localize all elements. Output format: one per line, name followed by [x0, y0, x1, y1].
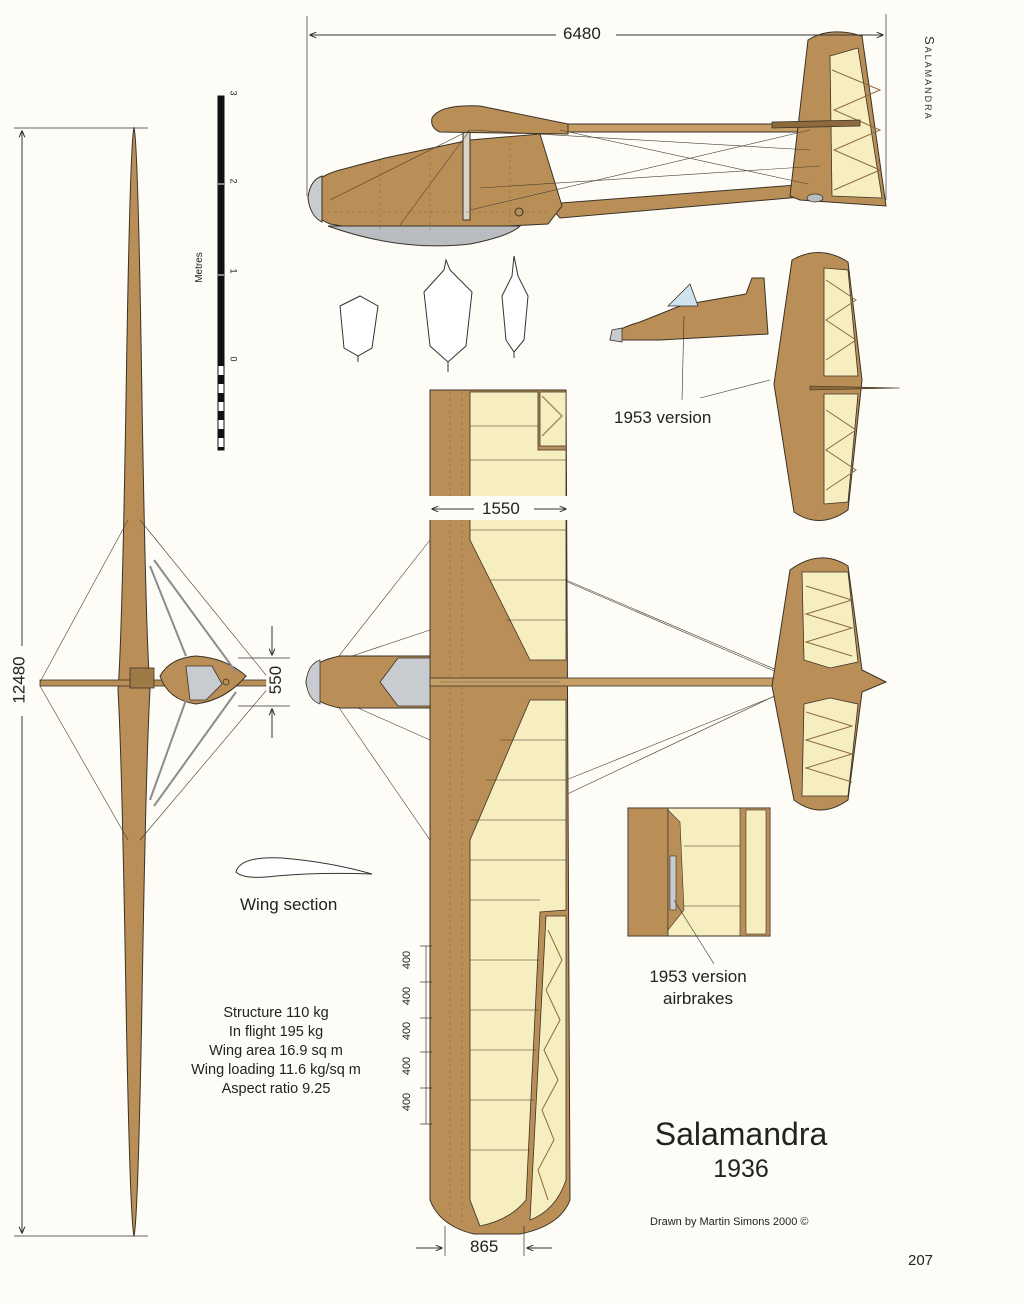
side-nose-cap — [307, 175, 323, 223]
front-view — [39, 126, 271, 1237]
version-1953-side — [609, 277, 771, 401]
spec-aspect-ratio: Aspect ratio 9.25 — [221, 1081, 331, 1097]
plan-tailplane — [771, 557, 888, 811]
dim-tailplane-span: 1550 — [478, 499, 524, 519]
plan-aileron-top — [539, 391, 567, 447]
wing-section-airfoil — [235, 857, 373, 878]
section-front — [339, 295, 379, 357]
dim-length-line — [306, 14, 887, 200]
scale-tick-3: 3 — [228, 90, 239, 96]
scale-bar-label: Metres — [193, 252, 205, 283]
label-wing-section: Wing section — [240, 895, 338, 914]
plan-view — [305, 389, 888, 1235]
scale-tick-1: 1 — [228, 268, 239, 274]
spec-in-flight: In flight 195 kg — [228, 1024, 324, 1040]
running-title: Salamandra — [922, 36, 937, 121]
label-1953-version: 1953 version — [614, 408, 712, 427]
glider-name: Salamandra — [654, 1116, 828, 1152]
dim-rib-spacing: 400 — [401, 1021, 414, 1041]
glider-year: 1936 — [713, 1155, 769, 1183]
airbrake-detail — [627, 807, 771, 965]
side-skid — [327, 225, 522, 247]
section-mid — [423, 258, 473, 363]
side-tail-boom — [546, 183, 813, 219]
side-view — [307, 31, 887, 247]
dim-rib-spacing: 400 — [401, 1092, 414, 1112]
plan-wing-fabric-bottom — [469, 699, 567, 1227]
scale-tick-2: 2 — [228, 178, 239, 184]
section-rear — [501, 255, 529, 353]
dim-span-line — [14, 127, 148, 1237]
label-1953-airbrakes: 1953 version airbrakes — [620, 966, 776, 1010]
side-wing-root — [431, 105, 569, 135]
spec-wing-area: Wing area 16.9 sq m — [209, 1043, 343, 1059]
side-nacelle — [307, 133, 563, 233]
spec-wing-loading: Wing loading 11.6 kg/sq m — [191, 1062, 361, 1078]
page-number: 207 — [908, 1252, 934, 1269]
side-tailplane — [771, 119, 861, 129]
dim-tip-chord: 865 — [466, 1237, 503, 1257]
title-block: Salamandra 1936 — [616, 1116, 866, 1184]
dim-rib-spacing: 400 — [401, 1056, 414, 1076]
plan-aileron-bottom — [529, 915, 567, 1221]
dim-length: 6480 — [559, 24, 605, 44]
dim-rib-spacing: 400 — [401, 986, 414, 1006]
dim-rib-spacing-lines — [420, 945, 432, 1125]
scale-tick-0: 0 — [228, 356, 239, 362]
dim-fuselage-width: 550 — [266, 661, 287, 699]
specifications: Structure 110 kg In flight 195 kg Wing a… — [168, 1004, 384, 1099]
credit-line: Drawn by Martin Simons 2000 © — [650, 1216, 809, 1228]
cross-sections — [339, 255, 529, 372]
dim-tip-chord-line — [416, 1226, 552, 1256]
dim-fuselage-width-line — [238, 626, 290, 738]
plan-wing-fabric-top — [469, 391, 567, 661]
version-1953-tailplane — [773, 252, 901, 521]
label-airbrakes-line2: airbrakes — [663, 989, 733, 1008]
dim-span: 12480 — [9, 652, 30, 708]
label-airbrakes-line1: 1953 version — [649, 967, 747, 986]
scale-bar — [217, 95, 225, 451]
dim-rib-spacing: 400 — [401, 950, 414, 970]
side-pylon — [462, 127, 471, 221]
spec-structure: Structure 110 kg — [223, 1005, 329, 1021]
